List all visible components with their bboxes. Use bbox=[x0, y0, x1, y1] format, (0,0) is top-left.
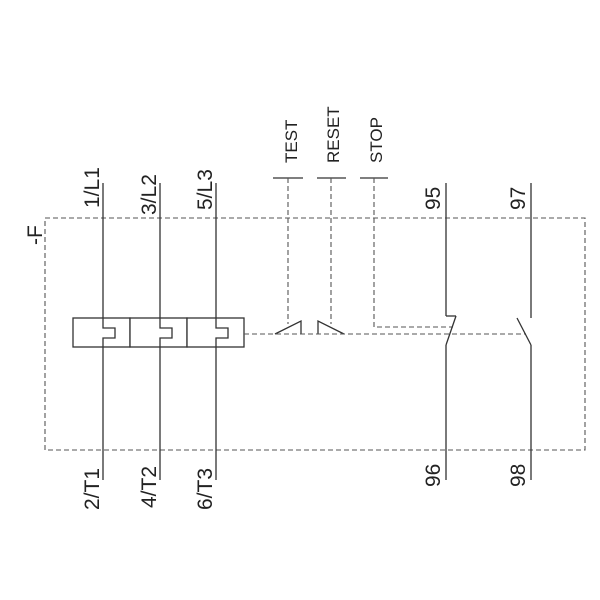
aux-terminal-label-95: 95 bbox=[422, 187, 445, 210]
terminal-label-2-T1: 2/T1 bbox=[81, 468, 104, 510]
no-aux-contact-97-98 bbox=[516, 183, 532, 480]
device-enclosure bbox=[44, 217, 586, 451]
reset-trip-symbol bbox=[317, 319, 345, 335]
aux-terminal-label-97: 97 bbox=[507, 187, 530, 210]
terminal-label-4-T2: 4/T2 bbox=[138, 466, 161, 508]
test-trip-symbol bbox=[274, 319, 302, 335]
terminal-label-5-L3: 5/L3 bbox=[194, 169, 217, 210]
stop-button-label: STOP bbox=[367, 117, 386, 163]
stop-linkage bbox=[373, 178, 453, 328]
reset-button-label: RESET bbox=[324, 106, 343, 163]
thermal-element-3 bbox=[186, 317, 245, 348]
test-button-label: TEST bbox=[282, 120, 301, 163]
aux-terminal-label-96: 96 bbox=[422, 464, 445, 487]
nc-aux-contact-95-96 bbox=[445, 183, 457, 480]
thermal-element-1 bbox=[72, 317, 131, 348]
terminal-label-3-L2: 3/L2 bbox=[138, 174, 161, 215]
terminal-label-1-L1: 1/L1 bbox=[81, 167, 104, 208]
terminal-label-6-T3: 6/T3 bbox=[194, 468, 217, 510]
thermal-element-2 bbox=[129, 317, 188, 348]
aux-terminal-label-98: 98 bbox=[507, 464, 530, 487]
device-designation: -F bbox=[24, 225, 47, 245]
